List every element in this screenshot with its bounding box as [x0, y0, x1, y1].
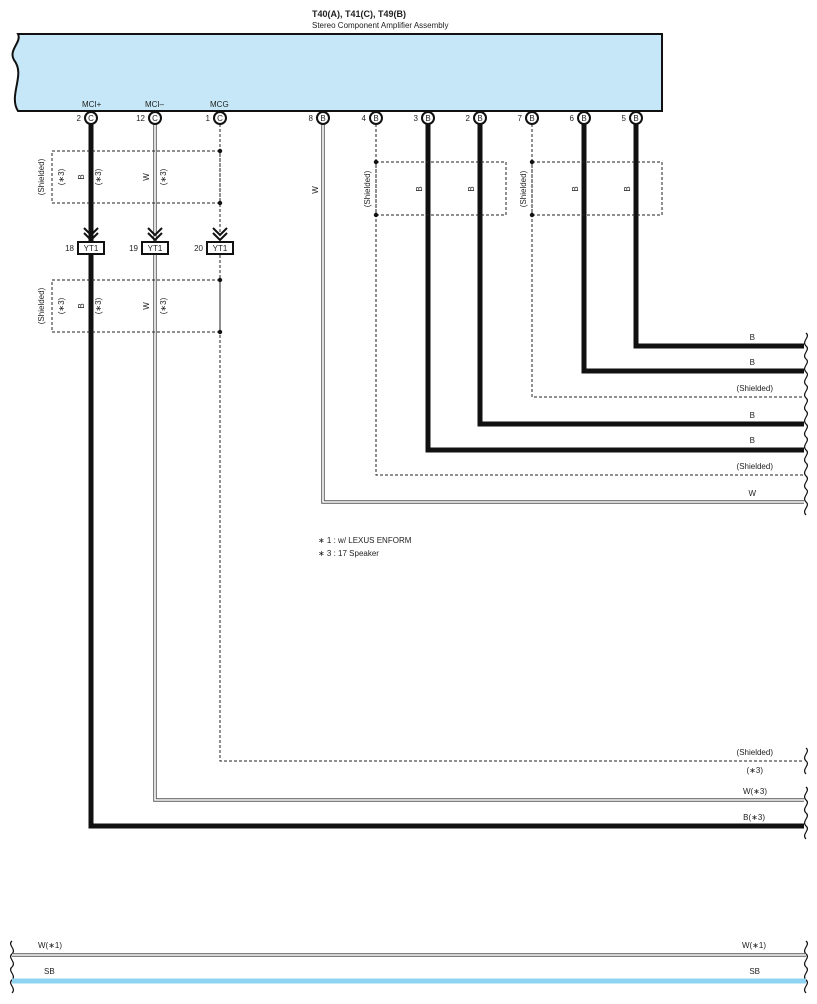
- pin-letter: B: [320, 114, 325, 123]
- star3-label: (∗3): [159, 297, 168, 314]
- star3-label: (∗3): [57, 168, 66, 185]
- pin-number: 5: [622, 114, 627, 123]
- right-wire-label: B: [750, 358, 755, 367]
- bottom-wire-label-right: W(∗1): [742, 941, 766, 950]
- bottom-wire-label-left: W(∗1): [38, 941, 62, 950]
- shielded-label: (Shielded): [363, 170, 372, 207]
- shield-box-right: [531, 161, 663, 216]
- pin-number: 4: [362, 114, 367, 123]
- signal-mci-minus: MCI–: [145, 100, 165, 109]
- lower-wire-label: W(∗3): [743, 787, 767, 796]
- connector-id: YT1: [84, 244, 99, 253]
- star3-label: (∗3): [94, 297, 103, 314]
- star3-label: (∗3): [94, 168, 103, 185]
- wire-color-label: B: [77, 174, 86, 179]
- right-wire-labels: B B (Shielded) B B (Shielded) W: [737, 333, 774, 498]
- wire-pin7-shield: [531, 124, 804, 398]
- right-wire-label: (Shielded): [737, 462, 774, 471]
- signal-mci-plus: MCI+: [82, 100, 102, 109]
- wire-mci-plus: [88, 124, 804, 829]
- wire-break-marks: [9, 332, 809, 994]
- bottom-wire-label-right: SB: [749, 967, 760, 976]
- shield-box-middle: [375, 161, 507, 216]
- pin-letter: B: [373, 114, 378, 123]
- right-wire-label: B: [750, 333, 755, 342]
- pin-row-top: C 2 C 12 C 1 B 8 B 4 B 3 B 2 B 7 B 6 B: [77, 111, 643, 125]
- wire-color-label: W: [142, 173, 151, 181]
- wire-pin2-b: [477, 124, 804, 427]
- wire-color-label: B: [571, 186, 580, 191]
- pin-letter: C: [88, 114, 94, 123]
- lower-wire-label: B(∗3): [743, 813, 765, 822]
- wire-mcg-lower: [219, 255, 804, 762]
- wire-pin4-shield: [375, 124, 804, 476]
- wire-pin3-b: [425, 124, 804, 453]
- wire-color-label: B: [415, 186, 424, 191]
- wire-pin8-w-outer: [321, 124, 804, 504]
- pin-letter: B: [529, 114, 534, 123]
- wire-color-label: B: [77, 303, 86, 308]
- pin-letter: C: [217, 114, 223, 123]
- pin-number: 8: [309, 114, 314, 123]
- shielded-label: (Shielded): [37, 287, 46, 324]
- pin-letter: C: [152, 114, 158, 123]
- pin-letter: B: [425, 114, 430, 123]
- pin-number: 1: [206, 114, 211, 123]
- pin-number: 7: [518, 114, 523, 123]
- right-wire-label: B: [750, 436, 755, 445]
- pin-letter: B: [477, 114, 482, 123]
- wire-color-label: B: [623, 186, 632, 191]
- shielded-label: (Shielded): [519, 170, 528, 207]
- pin-number: 2: [466, 114, 471, 123]
- pin-number: 12: [136, 114, 145, 123]
- star3-label: (∗3): [159, 168, 168, 185]
- pin-letter: B: [633, 114, 638, 123]
- connector-number: 19: [129, 244, 138, 253]
- bottom-wire-label-left: SB: [44, 967, 55, 976]
- connector-arrows: [83, 227, 228, 242]
- pin-number: 2: [77, 114, 82, 123]
- signal-mcg: MCG: [210, 100, 229, 109]
- shielded-label: (Shielded): [37, 158, 46, 195]
- wire-color-label: W: [311, 186, 320, 194]
- pin-number: 3: [414, 114, 419, 123]
- right-wire-label: B: [750, 411, 755, 420]
- wire-color-label: B: [467, 186, 476, 191]
- note-star3: ∗ 3 : 17 Speaker: [318, 549, 379, 558]
- lower-wire-sublabel: (∗3): [747, 766, 764, 775]
- connector-id: YT1: [213, 244, 228, 253]
- wire-pin5-b: [633, 124, 804, 349]
- connector-number: 20: [194, 244, 203, 253]
- star3-label: (∗3): [57, 297, 66, 314]
- lower-wire-label: (Shielded): [737, 748, 774, 757]
- component-name: Stereo Component Amplifier Assembly: [312, 21, 449, 30]
- right-wire-label: (Shielded): [737, 384, 774, 393]
- connector-id: YT1: [148, 244, 163, 253]
- amplifier-assembly-box: [11, 33, 663, 112]
- pin-letter: B: [581, 114, 586, 123]
- component-codes: T40(A), T41(C), T49(B): [312, 9, 406, 19]
- right-wire-label: W: [748, 489, 756, 498]
- wire-color-label: W: [142, 302, 151, 310]
- note-star1: ∗ 1 : w/ LEXUS ENFORM: [318, 536, 412, 545]
- connector-number: 18: [65, 244, 74, 253]
- connector-yt1-row: YT1 18 YT1 19 YT1 20: [65, 241, 234, 255]
- pin-number: 6: [570, 114, 575, 123]
- wire-pin6-b: [581, 124, 804, 374]
